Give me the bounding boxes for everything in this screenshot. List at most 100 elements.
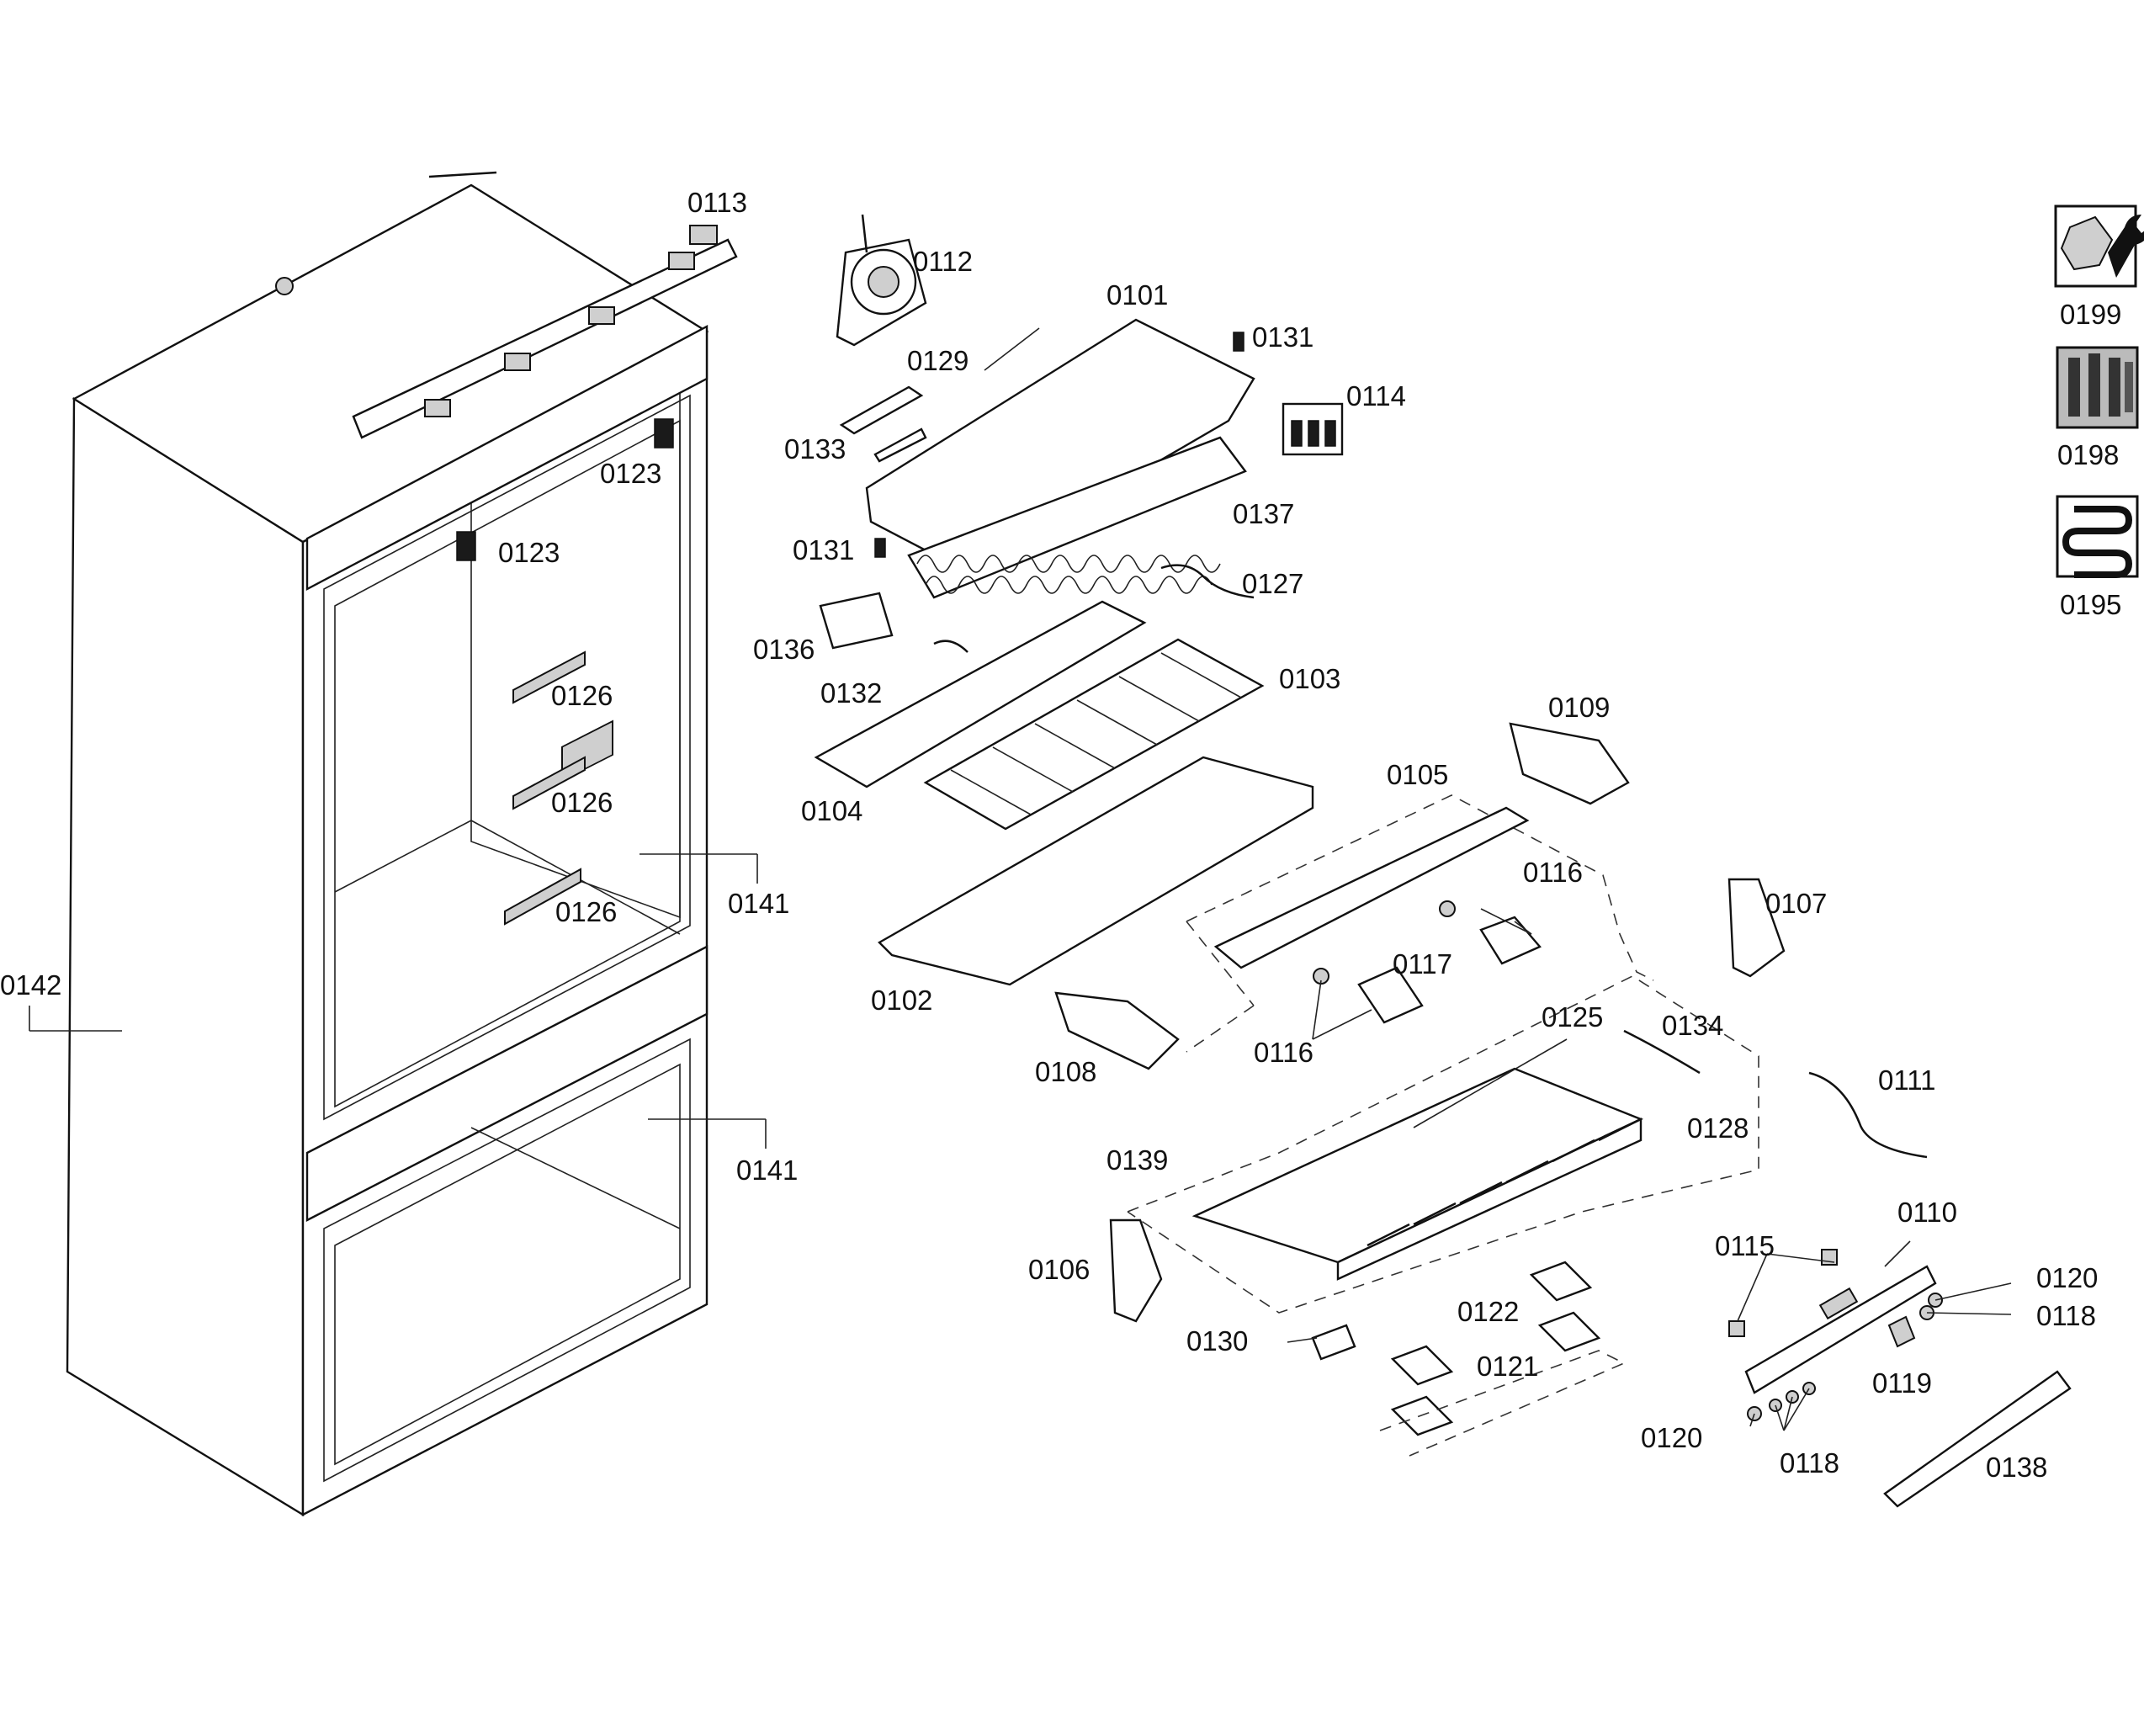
label-0119: 0119 <box>1872 1367 1932 1399</box>
label-0104: 0104 <box>801 795 862 826</box>
label-0126-a: 0126 <box>551 680 613 711</box>
part-0107-bracket <box>1727 878 1786 978</box>
part-0128-grille <box>1367 1118 1642 1247</box>
part-0116-bulb-a <box>1439 900 1456 917</box>
part-0134-wire <box>1623 1029 1701 1075</box>
label-0109: 0109 <box>1548 692 1610 723</box>
part-0110-control-panel <box>1744 1265 1937 1394</box>
label-0136: 0136 <box>753 634 815 665</box>
part-0131-screw-a <box>1233 332 1244 352</box>
label-0132: 0132 <box>820 677 882 709</box>
label-0123-a: 0123 <box>600 458 661 489</box>
label-0102: 0102 <box>871 985 932 1016</box>
label-0110: 0110 <box>1897 1197 1957 1228</box>
part-0126-rail-1 <box>512 650 586 704</box>
part-0123-latch-upper <box>654 418 674 449</box>
part-0123-latch-lower <box>456 531 476 561</box>
label-0113: 0113 <box>687 187 747 218</box>
part-0109-bracket <box>1509 722 1630 805</box>
part-0136-connector-block <box>819 592 894 650</box>
part-0122-pad-b <box>1537 1311 1601 1352</box>
part-0113-top-bracket <box>352 225 738 439</box>
part-0116-socket-b <box>1357 966 1424 1024</box>
part-0105-housing <box>1213 806 1530 969</box>
part-0125-control-front <box>1336 1118 1642 1281</box>
label-0131-a: 0131 <box>1252 321 1313 353</box>
label-0123-b: 0123 <box>498 537 560 568</box>
label-0142: 0142 <box>0 969 61 1001</box>
label-0134: 0134 <box>1662 1010 1723 1041</box>
part-0103-drain-pan <box>923 638 1265 831</box>
part-0121-pad-a <box>1390 1345 1454 1386</box>
coil-icon <box>2056 495 2139 578</box>
label-0107: 0107 <box>1765 888 1827 919</box>
label-0112: 0112 <box>913 246 973 277</box>
label-0199: 0199 <box>2060 299 2121 330</box>
label-0120-b: 0120 <box>1641 1422 1702 1453</box>
label-0125: 0125 <box>1542 1001 1603 1033</box>
label-0114: 0114 <box>1346 380 1406 411</box>
part-0115-button-a <box>1728 1320 1745 1337</box>
label-0120-a: 0120 <box>2036 1262 2098 1293</box>
part-0116-socket-a <box>1479 916 1542 965</box>
label-0122: 0122 <box>1457 1296 1519 1327</box>
label-0118-b: 0118 <box>1780 1447 1839 1479</box>
label-0133: 0133 <box>784 433 846 465</box>
part-0137-evaporator-coil <box>907 436 1247 599</box>
cabinet-body <box>66 171 709 1517</box>
label-0138: 0138 <box>1986 1452 2047 1483</box>
label-0115: 0115 <box>1715 1230 1775 1261</box>
label-0195: 0195 <box>2060 589 2121 620</box>
label-0198: 0198 <box>2057 439 2119 470</box>
label-0117: 0117 <box>1393 948 1452 979</box>
label-0106: 0106 <box>1028 1254 1090 1285</box>
part-0104-drain-trough <box>814 600 1147 788</box>
label-0121: 0121 <box>1477 1351 1538 1382</box>
label-0139: 0139 <box>1106 1144 1168 1176</box>
part-0102-tray <box>878 756 1314 986</box>
part-0131-screw-b <box>874 538 886 558</box>
label-0116-b: 0116 <box>1254 1037 1313 1068</box>
label-0137: 0137 <box>1233 498 1294 529</box>
part-0129-bracket <box>839 385 924 435</box>
part-0112-fan <box>836 214 927 347</box>
part-0126-rail-2 <box>512 756 586 810</box>
label-0128: 0128 <box>1687 1112 1749 1144</box>
label-0116-a: 0116 <box>1523 857 1583 888</box>
label-0111: 0111 <box>1878 1064 1936 1096</box>
part-0127-sensor <box>1160 564 1255 599</box>
label-0129: 0129 <box>907 345 969 376</box>
label-0130: 0130 <box>1186 1325 1248 1356</box>
label-0127: 0127 <box>1242 568 1303 599</box>
label-0141-b: 0141 <box>736 1155 798 1186</box>
part-0122-pad-a <box>1529 1261 1593 1302</box>
label-0105: 0105 <box>1387 759 1448 790</box>
part-0130-clip <box>1311 1324 1356 1361</box>
label-0126-c: 0126 <box>555 896 617 927</box>
part-0108-bracket <box>1054 991 1180 1070</box>
part-0111-wire <box>1808 1071 1928 1159</box>
part-0110-display <box>1818 1287 1859 1320</box>
part-0133-clip <box>873 427 927 463</box>
dashed-group-lower <box>1127 975 1759 1314</box>
dashed-group-upper <box>1186 794 1654 981</box>
part-0119-lever <box>1887 1315 1916 1348</box>
part-0115-button-b <box>1821 1249 1838 1266</box>
label-0101: 0101 <box>1106 279 1168 311</box>
part-labels: 0113 0112 0101 0131 0129 0114 0133 0123 … <box>0 187 2121 1483</box>
part-0101-cover <box>865 318 1255 574</box>
label-0118-a: 0118 <box>2036 1300 2096 1331</box>
label-0141-a: 0141 <box>728 888 789 919</box>
wrench-nut-icon <box>2054 204 2144 288</box>
part-0106-bracket <box>1109 1218 1163 1323</box>
leader-lines <box>29 327 2012 1431</box>
label-0103: 0103 <box>1279 663 1340 694</box>
part-0114-connector <box>1282 402 1344 456</box>
label-0131-b: 0131 <box>793 534 854 565</box>
label-0108: 0108 <box>1035 1056 1096 1087</box>
part-0132-wire <box>933 640 969 653</box>
label-0126-b: 0126 <box>551 787 613 818</box>
dashed-group-pads <box>1379 1350 1626 1457</box>
part-0138-overlay <box>1883 1370 2072 1508</box>
